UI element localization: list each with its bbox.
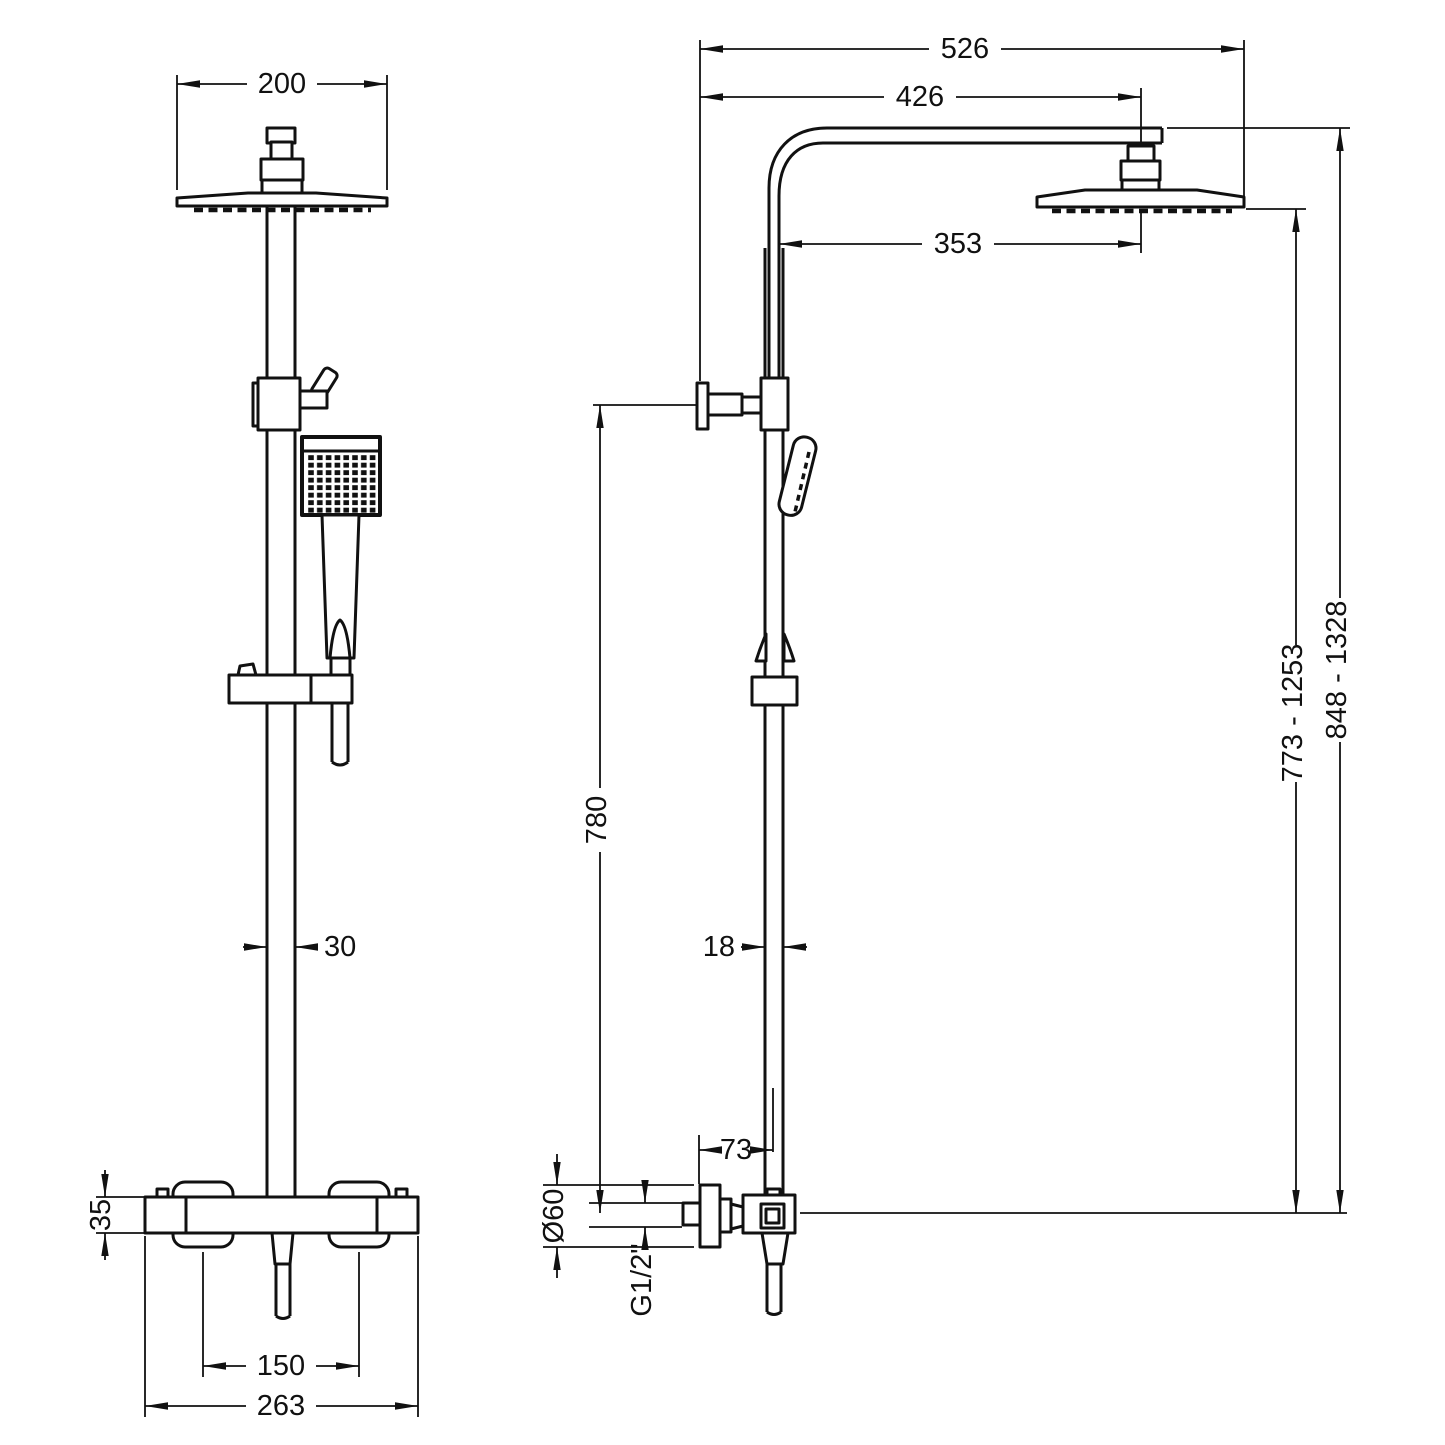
front-slider-bracket: [227, 662, 354, 767]
dim-side-wall-flange-diameter: Ø60: [538, 1154, 694, 1278]
dim-front-head-width-label: 200: [258, 68, 306, 100]
front-view: [143, 126, 420, 1320]
front-handset-handle: [320, 513, 361, 660]
front-diverter-outlet: [298, 389, 329, 410]
dimension-annotations: 200 30 35 150: [85, 33, 1353, 1422]
front-hose-stub: [331, 760, 349, 767]
dim-side-overall-height-range-label: 848 - 1328: [1321, 601, 1353, 740]
front-valve: [143, 1180, 420, 1320]
front-handset-spray-grid: [307, 454, 377, 513]
dim-front-valve-width-label: 263: [257, 1390, 305, 1422]
front-shower-head: [175, 191, 389, 213]
side-wall-bracket: [695, 376, 790, 432]
side-wall-union: [681, 1201, 702, 1227]
dim-side-connection-thread-label: G1/2": [626, 1243, 658, 1316]
front-valve-body: [143, 1195, 420, 1235]
dim-side-riser-depth: 18: [703, 931, 807, 963]
side-head-mount: [1119, 144, 1162, 192]
dim-front-riser-width-label: 30: [324, 931, 356, 963]
side-handle-cone-left: [754, 632, 768, 663]
dim-front-head-width: 200: [176, 68, 388, 190]
side-hose-stub: [766, 1310, 782, 1316]
dim-front-riser-width: 30: [243, 931, 356, 963]
dim-side-head-centre-reach-label: 353: [934, 228, 982, 260]
dim-side-head-height-range: 773 - 1253: [1246, 208, 1309, 1213]
side-valve: [681, 1183, 797, 1316]
dim-side-valve-wall-offset: 73: [698, 1088, 774, 1184]
dim-front-valve-width: 263: [144, 1236, 419, 1422]
dim-side-valve-wall-offset-label: 73: [720, 1134, 752, 1166]
dim-side-overall-height-range: 848 - 1328: [800, 127, 1353, 1214]
dim-side-head-height-range-label: 773 - 1253: [1277, 644, 1309, 783]
side-shower-head: [1035, 188, 1246, 214]
dim-side-riser-depth-label: 18: [703, 931, 735, 963]
side-view: [681, 126, 1246, 1316]
side-shower-arm: [767, 126, 1164, 380]
front-head-mount: [259, 126, 305, 195]
side-slider-bracket: [750, 675, 799, 707]
side-valve-outlet: [760, 1231, 790, 1266]
dim-side-wall-bracket-height: 780: [581, 404, 696, 1213]
side-handle-cone-right: [782, 632, 796, 663]
front-valve-outlet: [270, 1231, 295, 1266]
dim-side-overall-reach: 526: [699, 33, 1245, 381]
dim-side-connection-thread: G1/2": [589, 1180, 682, 1317]
front-handset: [300, 435, 382, 675]
dim-front-valve-height: 35: [85, 1170, 145, 1260]
dim-side-arm-reach: 426: [700, 81, 1142, 143]
front-handle-cone: [328, 618, 352, 659]
dim-side-head-centre-reach: 353: [778, 212, 1142, 260]
dim-side-wall-flange-diameter-label: Ø60: [538, 1189, 570, 1244]
front-diverter: [251, 366, 339, 432]
side-riser-clamp: [759, 376, 790, 432]
dim-front-hose-centres: 150: [202, 1252, 360, 1382]
dim-side-overall-reach-label: 526: [941, 33, 989, 65]
side-wall-flange: [698, 1183, 722, 1249]
dim-front-hose-centres-label: 150: [257, 1350, 305, 1382]
side-handset: [750, 435, 818, 707]
dim-side-wall-bracket-height-label: 780: [581, 796, 613, 844]
dim-front-valve-height-label: 35: [85, 1199, 117, 1231]
dim-side-arm-reach-label: 426: [896, 81, 944, 113]
